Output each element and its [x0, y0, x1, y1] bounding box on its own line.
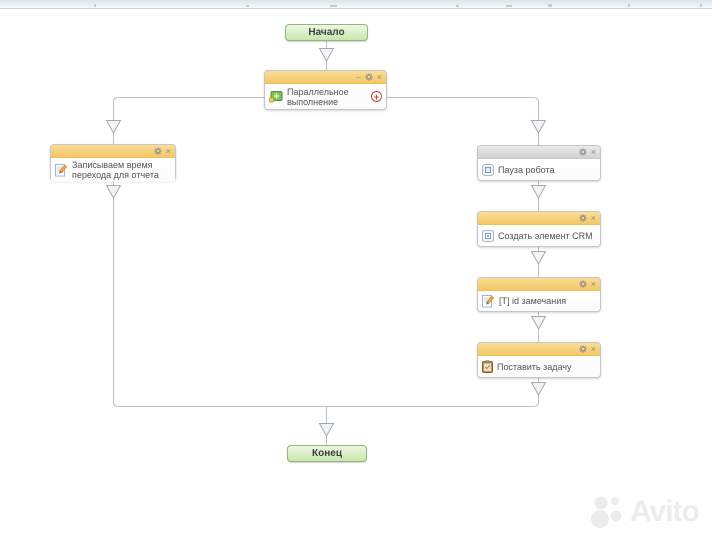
toolbar-fragment [506, 5, 512, 7]
toolbar-fragment [456, 5, 459, 7]
pause-icon [482, 163, 494, 176]
crm-element-icon [482, 229, 494, 242]
settings-gear-icon[interactable] [578, 345, 587, 354]
arrow-down-icon [530, 185, 547, 200]
toolbar-strip [0, 0, 712, 9]
avito-watermark: Avito [590, 490, 708, 534]
arrow-down-icon [105, 185, 122, 200]
node-header: – × [265, 71, 386, 84]
connector-line [113, 97, 264, 144]
activity-node-create-task[interactable]: × Поставить задачу [477, 342, 601, 378]
node-header: × [478, 343, 600, 356]
arrow-down-icon [318, 423, 335, 438]
arrow-down-icon [530, 251, 547, 266]
avito-logo-icon [591, 496, 622, 528]
node-label: [T] id замечания [499, 296, 567, 306]
arrow-down-icon [318, 48, 335, 63]
toolbar-fragment [628, 4, 630, 7]
close-icon[interactable]: × [590, 343, 596, 354]
settings-gear-icon[interactable] [153, 147, 162, 156]
close-icon[interactable]: × [590, 278, 596, 289]
close-icon[interactable]: × [590, 146, 596, 157]
settings-gear-icon[interactable] [364, 73, 373, 82]
parallel-execution-icon [269, 90, 283, 103]
avito-watermark-text: Avito [630, 495, 700, 528]
end-node-label: Конец [312, 448, 342, 459]
toolbar-fragment [330, 5, 337, 7]
task-clipboard-icon [482, 360, 493, 373]
close-icon[interactable]: × [376, 71, 382, 82]
activity-node-pause[interactable]: × Пауза робота [477, 145, 601, 181]
edit-document-icon [482, 294, 495, 308]
connector-line [113, 181, 327, 407]
start-node-label: Начало [308, 27, 345, 38]
close-icon[interactable]: × [165, 145, 171, 156]
settings-gear-icon[interactable] [578, 280, 587, 289]
arrow-down-icon [530, 316, 547, 331]
node-label: Параллельное выполнение [287, 86, 349, 107]
end-node[interactable]: Конец [287, 445, 367, 462]
activity-node-create-crm[interactable]: × Создать элемент CRM [477, 211, 601, 247]
start-node[interactable]: Начало [285, 24, 368, 41]
toolbar-fragment [700, 4, 702, 7]
settings-gear-icon[interactable] [578, 214, 587, 223]
arrow-down-icon [530, 382, 547, 397]
toolbar-fragment [94, 4, 96, 7]
connector-line [326, 378, 539, 407]
toolbar-fragment [246, 5, 249, 7]
arrow-down-icon [530, 120, 547, 135]
add-branch-button[interactable]: + [371, 91, 382, 102]
node-header: × [478, 278, 600, 291]
node-header: × [478, 212, 600, 225]
arrow-down-icon [105, 120, 122, 135]
activity-node-log-time[interactable]: × Записываем время перехода для отчета [50, 144, 176, 182]
parallel-execution-node[interactable]: – × Параллельное выполнение + [264, 70, 387, 110]
activity-node-id-note[interactable]: × [T] id замечания [477, 277, 601, 312]
node-label: Записываем время перехода для отчета [72, 160, 159, 180]
edit-document-icon [55, 163, 68, 177]
node-label: Поставить задачу [497, 361, 572, 372]
close-icon[interactable]: × [590, 212, 596, 223]
node-label: Пауза робота [498, 164, 555, 175]
minimize-icon[interactable]: – [355, 71, 361, 82]
connector-line [387, 97, 539, 145]
settings-gear-icon[interactable] [578, 148, 587, 157]
node-header: × [478, 146, 600, 159]
toolbar-fragment [548, 4, 552, 7]
node-label: Создать элемент CRM [498, 230, 593, 241]
node-header: × [51, 145, 175, 158]
